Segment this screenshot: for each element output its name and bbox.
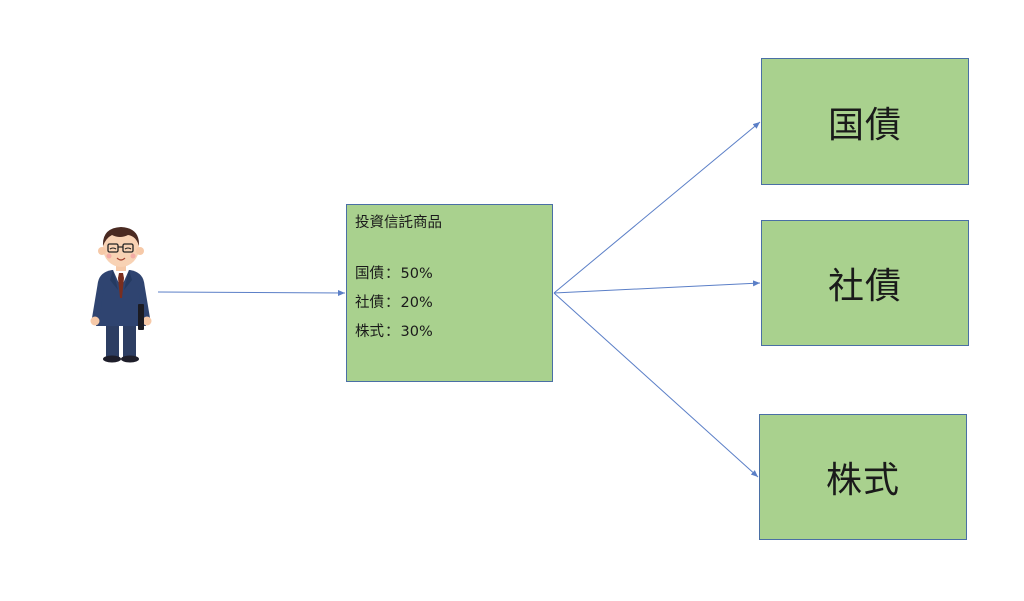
allocation-row: 社債：20% xyxy=(355,296,433,311)
allocation-percent: 30% xyxy=(400,324,433,340)
allocation-row: 株式：30% xyxy=(355,325,433,340)
allocation-separator: ： xyxy=(385,295,400,311)
government-bonds-box: 国債 xyxy=(761,58,969,185)
corporate-bonds-box: 社債 xyxy=(761,220,969,346)
allocation-name: 国債 xyxy=(355,266,384,282)
arrow-fund-to-government-bonds xyxy=(553,121,761,294)
allocation-percent: 50% xyxy=(400,266,433,282)
investment-trust-box: 投資信託商品 国債：50% 社債：20% 株式：30% xyxy=(346,204,553,382)
allocation-separator: ： xyxy=(385,266,400,282)
arrow-fund-to-stocks xyxy=(553,292,759,478)
stocks-box: 株式 xyxy=(759,414,967,540)
asset-label: 社債 xyxy=(827,266,902,307)
fund-title: 投資信託商品 xyxy=(355,215,442,231)
allocation-percent: 20% xyxy=(400,295,433,311)
allocation-name: 社債 xyxy=(355,295,384,311)
arrow-fund-to-corporate-bonds xyxy=(553,280,761,294)
arrow-investor-to-fund xyxy=(157,289,346,296)
allocation-name: 株式 xyxy=(355,324,384,340)
asset-label: 国債 xyxy=(827,104,902,146)
asset-label: 株式 xyxy=(825,460,900,501)
allocation-separator: ： xyxy=(385,324,400,340)
allocation-row: 国債：50% xyxy=(355,267,433,282)
businessman-icon xyxy=(90,227,152,363)
